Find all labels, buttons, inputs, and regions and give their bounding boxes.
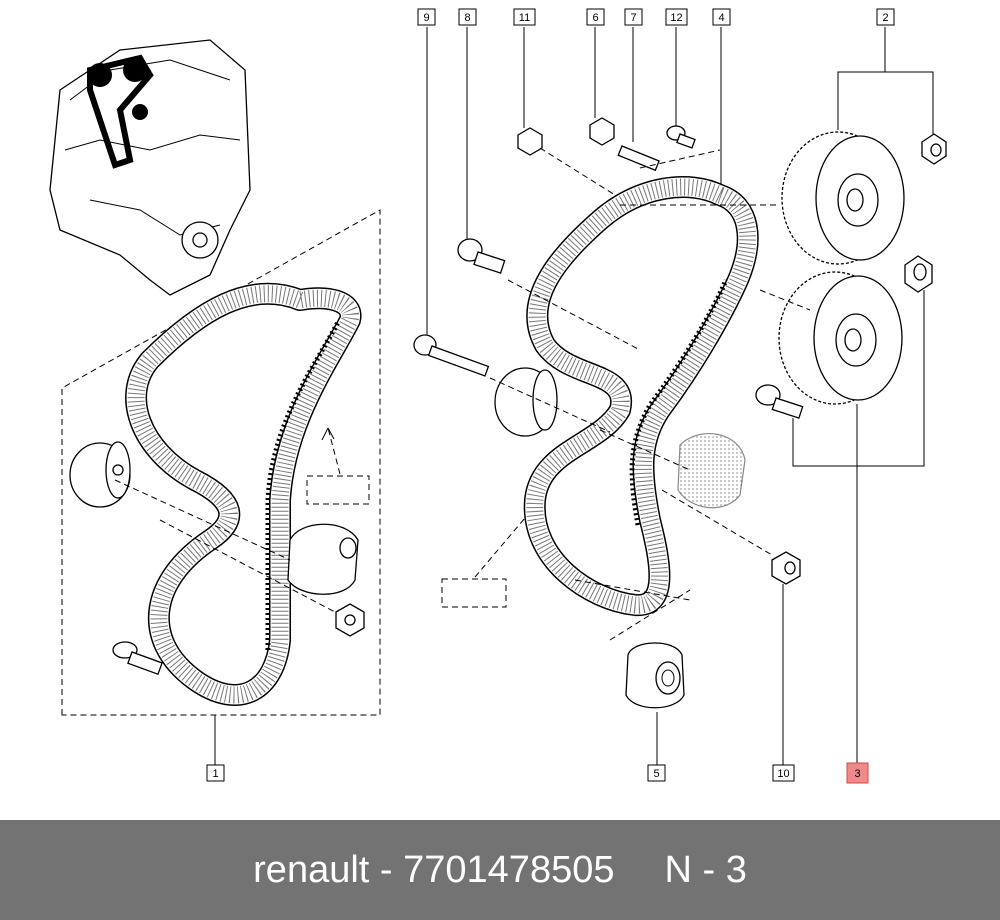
- idler-pulley-left: [69, 441, 131, 508]
- nut-left: [335, 603, 365, 637]
- diagram-position: N - 3: [664, 848, 747, 891]
- svg-text:3: 3: [854, 768, 860, 780]
- engine-block-illustration: [49, 39, 251, 296]
- callout-12: 12: [665, 8, 688, 26]
- svg-text:6: 6: [592, 12, 598, 24]
- part-number: 7701478505: [403, 848, 615, 891]
- svg-text:12: 12: [670, 12, 682, 24]
- nut-right: [904, 255, 933, 293]
- callout-9: 9: [417, 8, 436, 26]
- timing-belt-exploded-diagram: 1 2 3 4 5 6 7 8 9 10 11 12: [49, 8, 947, 784]
- callout-11: 11: [513, 8, 536, 26]
- nut-item-11: [517, 127, 543, 156]
- nut-item-2: [921, 133, 947, 165]
- callout-8: 8: [458, 8, 477, 26]
- crankshaft-sprocket: [625, 642, 685, 765]
- svg-text:5: 5: [653, 768, 659, 780]
- idler-roller-center: [494, 367, 558, 437]
- callout-7: 7: [624, 8, 643, 26]
- svg-text:1: 1: [212, 768, 218, 780]
- camshaft-pulley-upper: [781, 131, 905, 265]
- stud-item-7: [617, 145, 660, 172]
- brand-name: renault: [253, 848, 370, 891]
- bolt-item-8: [457, 238, 506, 274]
- bolt-item-12: [666, 125, 696, 149]
- nut-item-6: [589, 117, 615, 146]
- svg-text:2: 2: [882, 12, 888, 24]
- left-timing-belt: [125, 282, 362, 706]
- leader-lines: [426, 27, 934, 765]
- svg-text:8: 8: [464, 12, 470, 24]
- callout-5: 5: [647, 764, 666, 782]
- part-info-footer: renault - 7701478505 N - 3: [0, 820, 1000, 920]
- svg-text:7: 7: [630, 12, 636, 24]
- svg-text:11: 11: [519, 12, 530, 24]
- bolt-lower-pulley: [755, 384, 804, 419]
- callout-1: 1: [206, 764, 225, 782]
- callout-10: 10: [772, 764, 795, 782]
- svg-text:4: 4: [718, 12, 724, 24]
- nut-item-10: [771, 551, 801, 585]
- callout-3-highlighted[interactable]: 3: [846, 762, 869, 784]
- callout-4: 4: [712, 8, 731, 26]
- tensioner-left: [287, 523, 359, 595]
- camshaft-pulley-lower: [778, 271, 903, 405]
- svg-text:9: 9: [423, 12, 429, 24]
- projection-lines: [114, 147, 811, 641]
- callout-6: 6: [586, 8, 605, 26]
- center-timing-belt: [523, 176, 759, 617]
- reference-box-left: [306, 475, 370, 505]
- reference-box-center: [441, 578, 507, 608]
- tensioner-center: [677, 432, 746, 509]
- bolt-item-9: [413, 334, 490, 377]
- svg-text:10: 10: [777, 768, 789, 780]
- kit-outline: [61, 209, 381, 765]
- bolt-left: [112, 641, 163, 676]
- separator-dash: -: [379, 848, 393, 891]
- callout-2: 2: [876, 8, 895, 26]
